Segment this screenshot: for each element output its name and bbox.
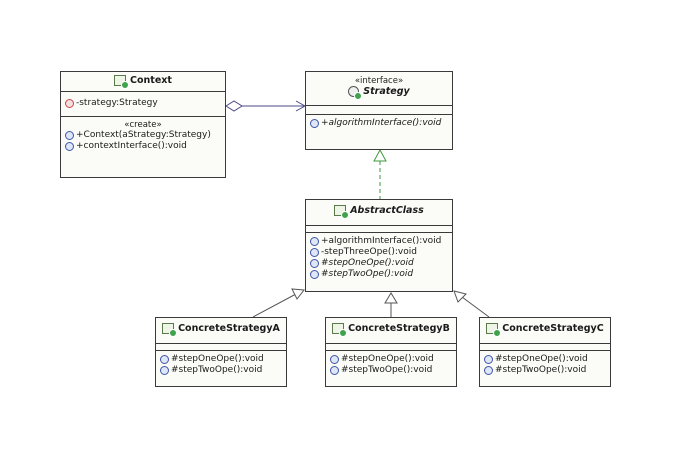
attributes-section <box>306 226 452 233</box>
realization-arrowhead <box>373 148 387 162</box>
class-header: ConcreteStrategyA <box>156 318 286 344</box>
context-header: Context <box>61 72 225 92</box>
strategy-interface[interactable]: «interface» Strategy +algorithmInterface… <box>305 71 453 150</box>
operation-row: -stepThreeOpe():void <box>310 247 448 258</box>
operations-section: +algorithmInterface():void -stepThreeOpe… <box>306 233 452 283</box>
generalization-arrowhead-a <box>291 288 305 300</box>
class-name: ConcreteStrategyC <box>502 323 604 334</box>
generalization-edge-c <box>461 296 490 318</box>
operation-row: +contextInterface():void <box>65 141 221 152</box>
protected-visibility-icon <box>484 366 493 375</box>
class-icon <box>332 323 348 337</box>
attributes-section <box>480 344 610 351</box>
abstract-operation-row: #stepTwoOpe():void <box>310 269 448 280</box>
protected-visibility-icon <box>330 355 339 364</box>
operations-section: +algorithmInterface():void <box>306 115 452 132</box>
concrete-strategy-b[interactable]: ConcreteStrategyB #stepOneOpe():void #st… <box>325 317 457 387</box>
operations-section: #stepOneOpe():void #stepTwoOpe():void <box>480 351 610 379</box>
attributes-section <box>326 344 456 351</box>
attributes-section: -strategy:Strategy <box>61 92 225 117</box>
public-visibility-icon <box>310 237 319 246</box>
aggregation-diamond <box>225 100 243 112</box>
operation-row: #stepOneOpe():void <box>160 354 282 365</box>
generalization-edge-a <box>252 293 297 318</box>
generalization-arrowhead-c <box>453 290 467 303</box>
abstract-class-header: AbstractClass <box>306 200 452 226</box>
attributes-section <box>156 344 286 351</box>
operation-row: #stepTwoOpe():void <box>484 365 606 376</box>
operation-row: #stepTwoOpe():void <box>160 365 282 376</box>
attributes-section <box>306 106 452 115</box>
class-icon <box>486 323 502 337</box>
interface-icon <box>348 86 363 100</box>
operation-row: #stepTwoOpe():void <box>330 365 452 376</box>
abstract-operation-row: #stepOneOpe():void <box>310 258 448 269</box>
protected-visibility-icon <box>160 355 169 364</box>
class-name: Context <box>130 75 172 86</box>
interface-name: Strategy <box>363 86 410 97</box>
operations-section: #stepOneOpe():void #stepTwoOpe():void <box>326 351 456 379</box>
private-visibility-icon <box>65 99 74 108</box>
concrete-strategy-c[interactable]: ConcreteStrategyC #stepOneOpe():void #st… <box>479 317 611 387</box>
interface-stereotype: «interface» <box>354 76 404 86</box>
class-icon <box>114 75 130 89</box>
protected-visibility-icon <box>330 366 339 375</box>
public-visibility-icon <box>65 131 74 140</box>
public-visibility-icon <box>310 119 319 128</box>
protected-visibility-icon <box>160 366 169 375</box>
abstract-class[interactable]: AbstractClass +algorithmInterface():void… <box>305 199 453 292</box>
class-name: AbstractClass <box>350 205 424 216</box>
operations-section: #stepOneOpe():void #stepTwoOpe():void <box>156 351 286 379</box>
operation-row: #stepOneOpe():void <box>484 354 606 365</box>
protected-visibility-icon <box>310 270 319 279</box>
concrete-strategy-a[interactable]: ConcreteStrategyA #stepOneOpe():void #st… <box>155 317 287 387</box>
operation-row: #stepOneOpe():void <box>330 354 452 365</box>
private-visibility-icon <box>310 248 319 257</box>
class-header: ConcreteStrategyC <box>480 318 610 344</box>
protected-visibility-icon <box>310 259 319 268</box>
strategy-header: «interface» Strategy <box>306 72 452 106</box>
class-name: ConcreteStrategyB <box>348 323 450 334</box>
generalization-arrowhead-b <box>384 292 398 304</box>
operation-row: +Context(aStrategy:Strategy) <box>65 130 221 141</box>
operations-section: «create» +Context(aStrategy:Strategy) +c… <box>61 117 225 155</box>
operation-row: +algorithmInterface():void <box>310 236 448 247</box>
class-icon <box>334 205 350 219</box>
operation-row: +algorithmInterface():void <box>310 118 448 129</box>
class-name: ConcreteStrategyA <box>178 323 280 334</box>
protected-visibility-icon <box>484 355 493 364</box>
class-header: ConcreteStrategyB <box>326 318 456 344</box>
create-stereotype: «create» <box>124 120 162 130</box>
class-icon <box>162 323 178 337</box>
attribute-row: -strategy:Strategy <box>65 98 221 109</box>
public-visibility-icon <box>65 142 74 151</box>
context-class[interactable]: Context -strategy:Strategy «create» +Con… <box>60 71 226 178</box>
